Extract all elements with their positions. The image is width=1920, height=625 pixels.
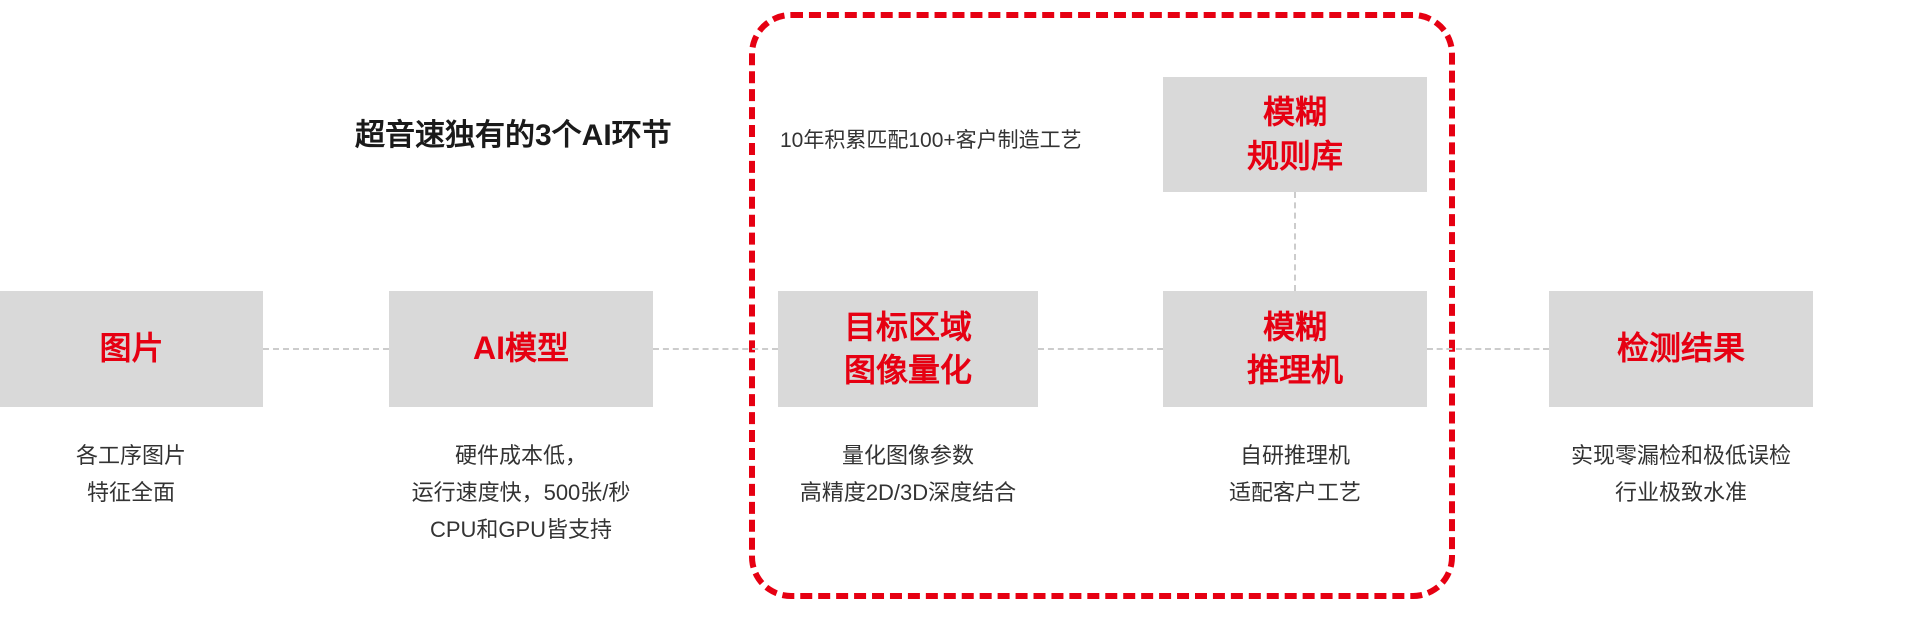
desc-line: 各工序图片: [75, 443, 186, 468]
node-label-line: 模糊: [1262, 308, 1327, 345]
desc-line: 运行速度快，500张/秒: [411, 480, 631, 505]
node-label-line: AI模型: [472, 330, 569, 367]
node-fuzzy-rule-base: 模糊 规则库: [1163, 77, 1427, 192]
connector-image-to-ai-model: [263, 348, 389, 350]
desc-line: 量化图像参数: [841, 443, 974, 468]
desc-line: 高精度2D/3D深度结合: [799, 480, 1017, 505]
node-label-line: 推理机: [1246, 352, 1343, 388]
desc-line: 行业极致水准: [1614, 480, 1747, 505]
node-image: 图片: [0, 291, 263, 407]
node-label-line: 模糊: [1262, 94, 1327, 131]
node-result-description: 实现零漏检和极低误检 行业极致水准: [1471, 437, 1891, 511]
desc-line: 自研推理机: [1239, 443, 1350, 468]
node-image-description: 各工序图片 特征全面: [0, 437, 341, 511]
connector-quantization-to-inference: [1038, 348, 1163, 350]
node-target-region-quantization: 目标区域 图像量化: [778, 291, 1038, 407]
node-label-line: 图像量化: [843, 352, 972, 388]
node-inference-description: 自研推理机 适配客户工艺: [1085, 437, 1505, 511]
ai-highlight-frame: [749, 12, 1455, 599]
node-label-line: 图片: [99, 330, 164, 367]
desc-line: CPU和GPU皆支持: [429, 517, 613, 542]
desc-line: 特征全面: [86, 480, 175, 505]
node-ai-model-description: 硬件成本低， 运行速度快，500张/秒 CPU和GPU皆支持: [311, 437, 731, 548]
node-label-line: 检测结果: [1616, 330, 1745, 367]
node-label-line: 规则库: [1246, 137, 1343, 174]
connector-ai-model-to-quantization: [653, 348, 778, 350]
desc-line: 硬件成本低，: [454, 443, 587, 468]
desc-line: 适配客户工艺: [1228, 480, 1361, 505]
node-ai-model: AI模型: [389, 291, 653, 407]
node-quantization-description: 量化图像参数 高精度2D/3D深度结合: [698, 437, 1118, 511]
desc-line: 实现零漏检和极低误检: [1570, 443, 1791, 468]
connector-inference-to-result: [1427, 348, 1549, 350]
frame-annotation: 10年积累匹配100+客户制造工艺: [780, 129, 1082, 152]
connector-rule-base-to-inference: [1294, 192, 1296, 291]
diagram-title: 超音速独有的3个AI环节: [355, 119, 672, 152]
node-fuzzy-inference-engine: 模糊 推理机: [1163, 291, 1427, 407]
node-label-line: 目标区域: [843, 308, 972, 345]
node-detection-result: 检测结果: [1549, 291, 1813, 407]
